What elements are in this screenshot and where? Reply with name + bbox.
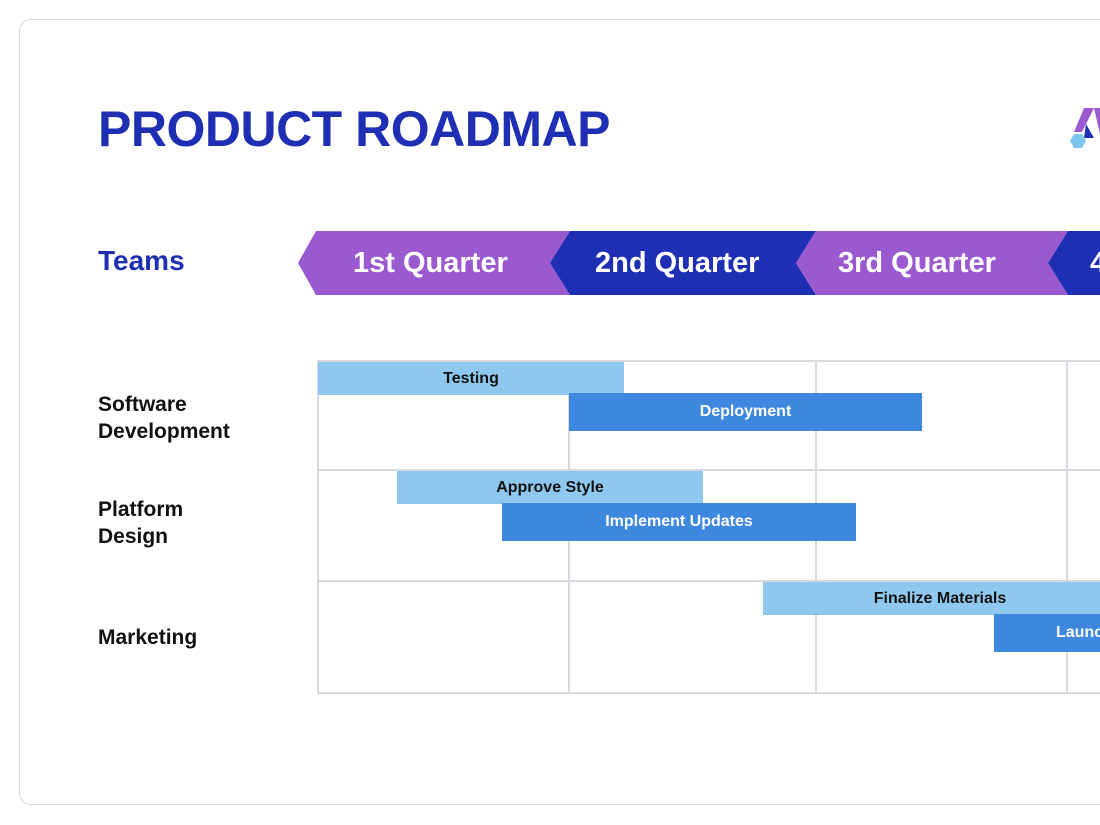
grid-line — [317, 469, 1100, 471]
team-platform-design: Platform Design — [98, 496, 183, 550]
team-label-line: Development — [98, 420, 230, 443]
task-bar-finalize-materials[interactable]: Finalize Materials — [763, 582, 1100, 615]
grid-line — [1066, 360, 1068, 694]
team-label-line: Design — [98, 525, 169, 548]
grid-line — [317, 580, 1100, 582]
grid-line — [317, 692, 1100, 694]
quarter-1-label: 1st Quarter — [353, 247, 508, 279]
quarter-2-label: 2nd Quarter — [595, 247, 760, 279]
quarter-2-chevron — [550, 231, 816, 295]
quarter-3-chevron — [796, 231, 1068, 295]
page-title: PRODUCT ROADMAP — [98, 101, 610, 157]
grid-line — [317, 360, 1100, 362]
task-bar-implement-updates[interactable]: Implement Updates — [502, 503, 856, 541]
team-label-line: Platform — [98, 498, 184, 521]
brand-logo-icon — [1070, 108, 1100, 148]
quarter-4-label: 4 — [1090, 247, 1100, 279]
quarter-4-chevron — [1048, 231, 1100, 295]
grid-line — [317, 360, 319, 694]
quarter-1-chevron — [298, 231, 570, 295]
roadmap-grid: Testing Deployment Approve Style Impleme… — [317, 360, 1100, 694]
quarter-timeline: 1st Quarter 2nd Quarter 3rd Quarter 4 — [298, 231, 1100, 295]
teams-header: Teams — [98, 245, 185, 276]
task-bar-testing[interactable]: Testing — [318, 362, 624, 395]
team-marketing: Marketing — [98, 624, 197, 651]
team-label-line: Software — [98, 393, 187, 416]
quarter-3-label: 3rd Quarter — [838, 247, 996, 279]
task-bar-deployment[interactable]: Deployment — [569, 393, 922, 431]
task-bar-launch[interactable]: Launc — [994, 614, 1100, 652]
team-software-development: Software Development — [98, 391, 230, 445]
team-label-line: Marketing — [98, 626, 198, 649]
task-bar-approve-style[interactable]: Approve Style — [397, 471, 703, 504]
